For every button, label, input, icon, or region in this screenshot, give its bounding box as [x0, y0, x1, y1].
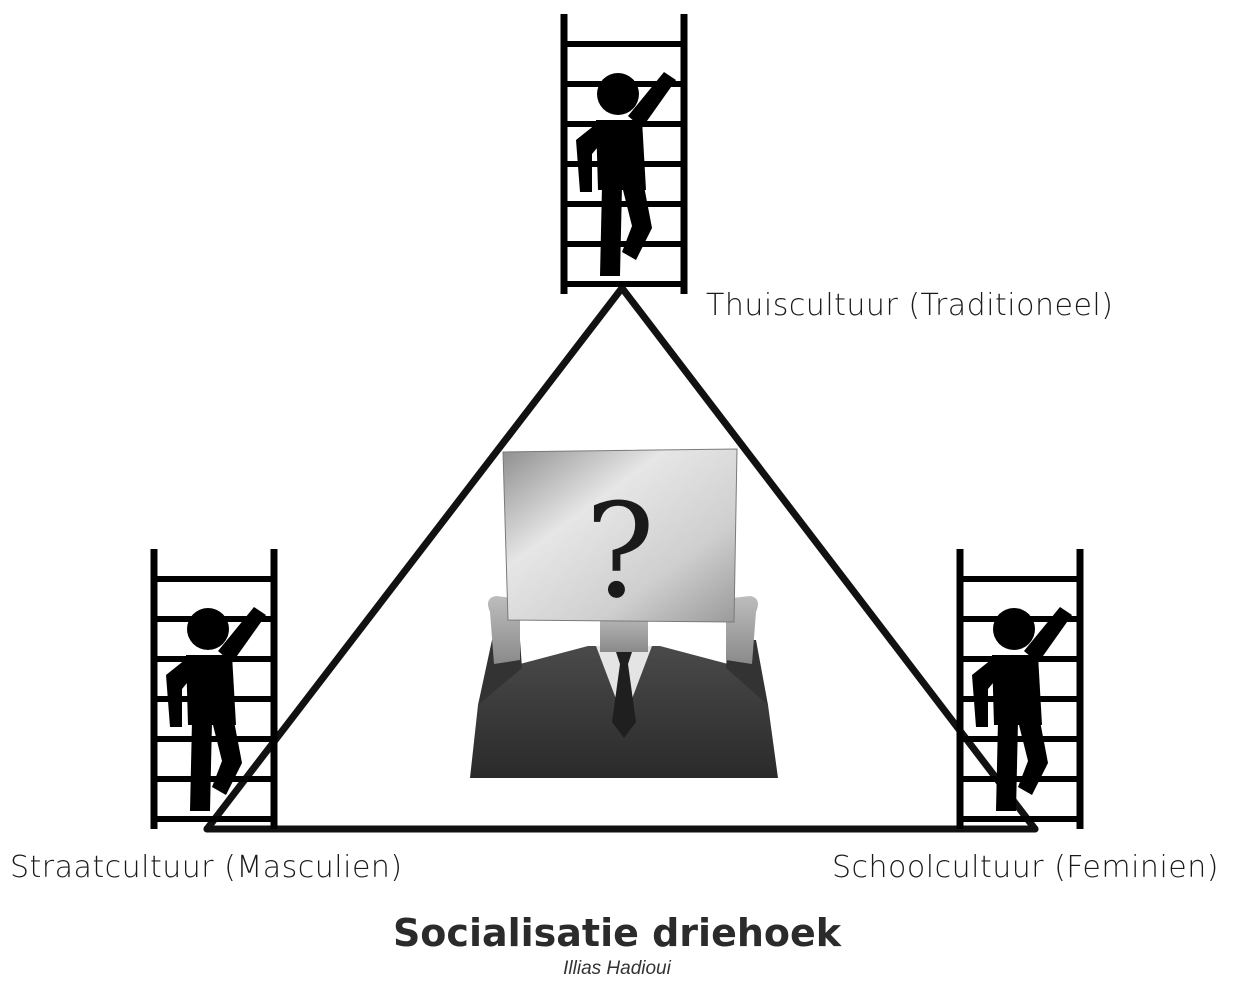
corner-label-right: Schoolcultuur (Feminien): [832, 850, 1219, 885]
person-holding-question-sign-icon: ?: [470, 448, 778, 778]
ladder-climber-icon: [560, 14, 688, 294]
diagram-title: Socialisatie driehoek: [392, 911, 842, 955]
question-sign-board: [502, 448, 738, 623]
ladder-climber-left: [150, 549, 278, 829]
corner-label-top: Thuiscultuur (Traditioneel): [706, 288, 1114, 323]
corner-label-left: Straatcultuur (Masculien): [10, 850, 403, 885]
question-mark: ?: [585, 475, 655, 627]
diagram-author: Illias Hadioui: [563, 958, 671, 979]
ladder-climber-icon: [150, 549, 278, 829]
ladder-climber-top: [560, 14, 688, 294]
ladder-climber-icon: [956, 549, 1084, 829]
tie: [612, 652, 636, 738]
ladder-climber-right: [956, 549, 1084, 829]
